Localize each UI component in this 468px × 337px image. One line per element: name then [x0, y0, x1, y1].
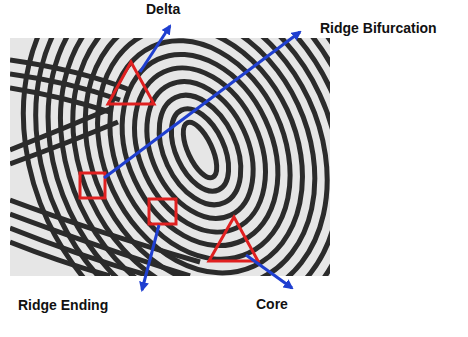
bifurcation-square — [80, 173, 105, 198]
ending-label: Ridge Ending — [18, 297, 108, 313]
core-arrow — [246, 255, 292, 288]
bifurcation-arrow — [104, 32, 300, 178]
delta-triangle — [108, 62, 154, 104]
core-label: Core — [256, 296, 288, 312]
ending-square — [149, 199, 176, 224]
fingerprint-image — [10, 38, 330, 276]
ending-arrow — [142, 225, 159, 290]
leader-arrows — [104, 26, 300, 290]
delta-label: Delta — [146, 1, 180, 17]
core-triangle — [209, 217, 258, 261]
delta-arrow — [140, 26, 170, 72]
marker-shapes — [80, 62, 258, 261]
bifurcation-label: Ridge Bifurcation — [320, 20, 437, 36]
